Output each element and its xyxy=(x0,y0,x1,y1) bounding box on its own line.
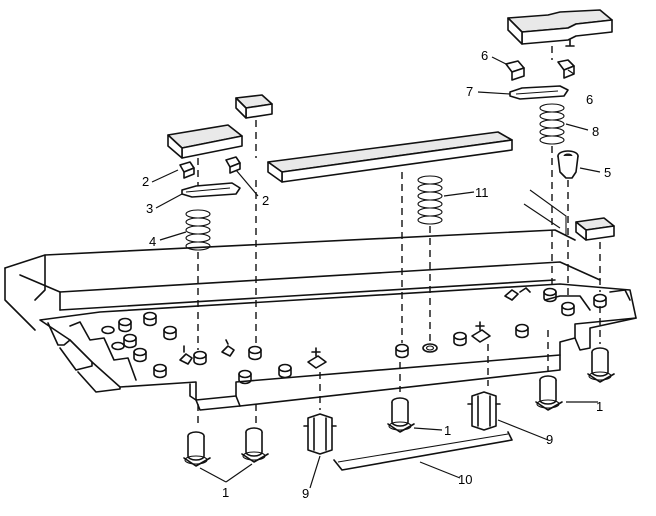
right-enter-keycap xyxy=(507,9,613,47)
label-1-bottom-left: 1 xyxy=(222,485,229,500)
long-spacebar-key xyxy=(267,131,513,183)
center-spring xyxy=(417,175,443,225)
plate-studs xyxy=(101,287,607,385)
alignment-lines xyxy=(197,46,601,428)
label-4: 4 xyxy=(149,234,156,249)
plate-clips xyxy=(179,287,531,369)
left-spring xyxy=(185,209,211,251)
left-wire-bracket xyxy=(181,182,241,198)
plunger-right-2 xyxy=(587,347,615,383)
keyboard-base-frame xyxy=(4,229,637,411)
right-angled-guides xyxy=(523,189,567,236)
leader-lines xyxy=(151,56,601,489)
stabilizer-wire xyxy=(333,431,513,471)
stabilizer-housing-left xyxy=(303,413,337,455)
label-2-left: 2 xyxy=(142,174,149,189)
right-plunger-insert xyxy=(557,150,579,179)
part-labels: 2 2 3 4 6 6 7 8 5 11 1 9 1 9 10 1 xyxy=(142,48,611,501)
stabilizer-housing-right xyxy=(467,391,501,431)
label-1-right: 1 xyxy=(596,399,603,414)
label-5: 5 xyxy=(604,165,611,180)
label-9-right: 9 xyxy=(546,432,553,447)
label-10: 10 xyxy=(458,472,472,487)
label-3: 3 xyxy=(146,201,153,216)
plunger-bottom-left-2 xyxy=(241,427,269,463)
right-wire-bracket xyxy=(509,85,569,100)
label-6-right: 6 xyxy=(586,92,593,107)
small-keycap-left xyxy=(235,94,273,119)
right-stabilizer-clips xyxy=(505,59,575,81)
label-6-left: 6 xyxy=(481,48,488,63)
label-8: 8 xyxy=(592,124,599,139)
label-2-right: 2 xyxy=(262,193,269,208)
left-stabilizer-clips xyxy=(179,156,241,179)
left-keycap xyxy=(167,124,243,159)
plunger-bottom-left-1 xyxy=(183,431,211,467)
label-7: 7 xyxy=(466,84,473,99)
plunger-bottom-center xyxy=(387,397,415,433)
plunger-right-1 xyxy=(535,375,563,411)
right-spring xyxy=(539,103,565,145)
label-11: 11 xyxy=(475,185,489,200)
label-9-left: 9 xyxy=(302,486,309,501)
label-1-center: 1 xyxy=(444,423,451,438)
small-keycap-right xyxy=(575,217,615,241)
